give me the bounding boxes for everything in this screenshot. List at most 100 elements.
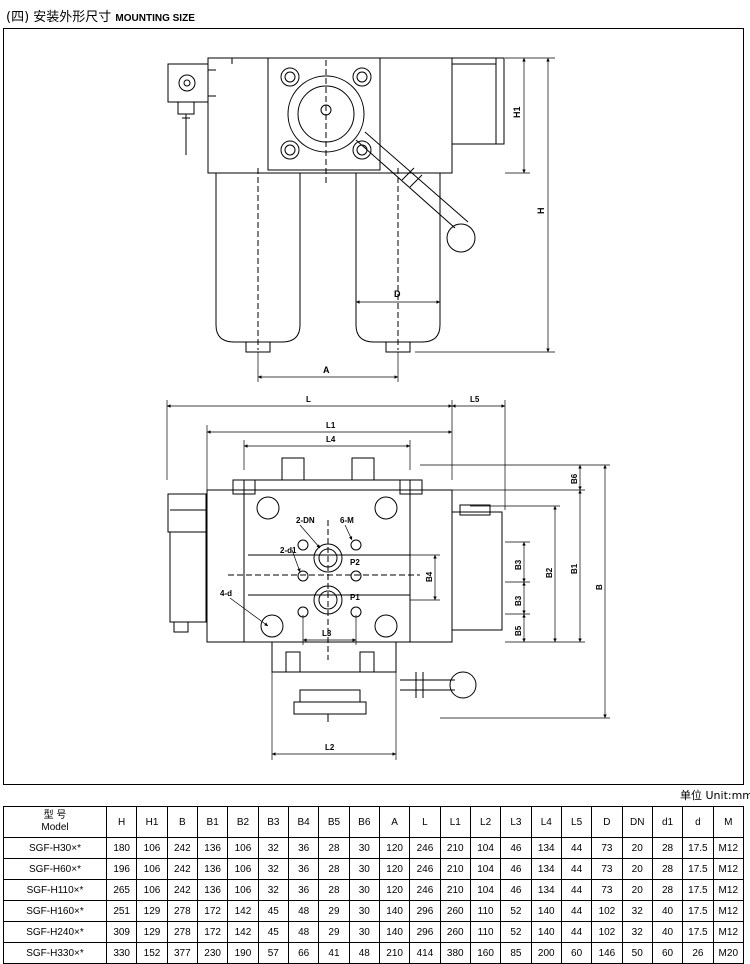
value-cell: 140 <box>378 900 411 922</box>
table-header-row: 型 号 Model H H1 B B1 B2 B3 B4 B5 B6 A L L… <box>3 806 745 838</box>
value-cell: M12 <box>712 900 745 922</box>
label-A: A <box>323 365 330 375</box>
top-view-labels: L L5 L1 L4 B6 B3 B3 B5 B2 B1 B B4 2-DN 6… <box>220 395 604 752</box>
value-cell: M12 <box>712 879 745 901</box>
value-cell: 129 <box>136 921 168 943</box>
label-6-m: 6-M <box>340 516 354 525</box>
value-cell: 20 <box>621 858 653 880</box>
label-B: B <box>595 584 604 590</box>
model-header: 型 号 Model <box>3 806 107 838</box>
label-B1: B1 <box>570 563 579 574</box>
col-header: L1 <box>439 806 471 838</box>
value-cell: 48 <box>287 921 320 943</box>
value-cell: 146 <box>591 942 623 964</box>
value-cell: 106 <box>136 837 168 859</box>
value-cell: 85 <box>500 942 532 964</box>
label-L4: L4 <box>326 435 336 444</box>
col-header: L4 <box>530 806 562 838</box>
value-cell: 28 <box>651 837 684 859</box>
col-header: B <box>166 806 198 838</box>
model-header-cn: 型 号 <box>43 810 67 821</box>
model-cell: SGF-H160×* <box>3 900 107 922</box>
mounting-drawing: H1 H D A <box>166 57 610 760</box>
top-view <box>166 400 610 760</box>
col-header: M <box>712 806 745 838</box>
value-cell: 60 <box>651 942 684 964</box>
col-header: B5 <box>318 806 350 838</box>
model-cell: SGF-H110×* <box>3 879 107 901</box>
value-cell: 30 <box>348 900 380 922</box>
value-cell: 160 <box>469 942 502 964</box>
value-cell: 134 <box>530 837 562 859</box>
label-B6: B6 <box>570 473 579 484</box>
value-cell: 251 <box>105 900 138 922</box>
value-cell: 44 <box>560 921 593 943</box>
value-cell: 32 <box>621 900 653 922</box>
col-header: B3 <box>257 806 289 838</box>
value-cell: 242 <box>166 837 198 859</box>
value-cell: 32 <box>257 837 289 859</box>
value-cell: 45 <box>257 921 289 943</box>
value-cell: 140 <box>530 921 562 943</box>
value-cell: 414 <box>409 942 441 964</box>
value-cell: 330 <box>105 942 138 964</box>
value-cell: 30 <box>348 837 380 859</box>
label-L2: L2 <box>325 743 335 752</box>
label-H: H <box>536 208 546 215</box>
value-cell: 26 <box>682 942 714 964</box>
value-cell: 46 <box>500 879 532 901</box>
value-cell: 41 <box>318 942 350 964</box>
label-B3-upper: B3 <box>514 559 523 570</box>
value-cell: 66 <box>287 942 320 964</box>
label-P1: P1 <box>350 593 360 602</box>
model-header-en: Model <box>41 822 69 833</box>
col-header: d <box>682 806 714 838</box>
label-2-d1: 2-d1 <box>280 546 297 555</box>
value-cell: 260 <box>439 921 471 943</box>
value-cell: M12 <box>712 921 745 943</box>
col-header: L3 <box>500 806 532 838</box>
col-header: d1 <box>651 806 684 838</box>
value-cell: 57 <box>257 942 289 964</box>
value-cell: 142 <box>227 921 259 943</box>
label-B4: B4 <box>425 571 434 582</box>
value-cell: 73 <box>591 879 623 901</box>
value-cell: 106 <box>227 858 259 880</box>
value-cell: 30 <box>348 921 380 943</box>
col-header: L <box>409 806 441 838</box>
value-cell: 210 <box>439 879 471 901</box>
value-cell: 28 <box>318 837 350 859</box>
value-cell: 180 <box>105 837 138 859</box>
value-cell: 106 <box>136 879 168 901</box>
value-cell: 110 <box>469 921 502 943</box>
value-cell: 17.5 <box>682 921 714 943</box>
value-cell: 380 <box>439 942 471 964</box>
value-cell: 120 <box>378 837 411 859</box>
value-cell: 28 <box>651 858 684 880</box>
value-cell: 28 <box>318 858 350 880</box>
value-cell: 265 <box>105 879 138 901</box>
col-header: B1 <box>196 806 229 838</box>
label-D: D <box>394 289 401 299</box>
value-cell: 106 <box>227 837 259 859</box>
value-cell: M12 <box>712 858 745 880</box>
value-cell: 102 <box>591 900 623 922</box>
value-cell: 309 <box>105 921 138 943</box>
value-cell: 104 <box>469 837 502 859</box>
value-cell: 50 <box>621 942 653 964</box>
value-cell: 200 <box>530 942 562 964</box>
value-cell: 44 <box>560 900 593 922</box>
col-header: B6 <box>348 806 380 838</box>
value-cell: 46 <box>500 837 532 859</box>
value-cell: 36 <box>287 879 320 901</box>
value-cell: 32 <box>257 879 289 901</box>
col-header: B4 <box>287 806 320 838</box>
value-cell: 140 <box>530 900 562 922</box>
value-cell: 104 <box>469 858 502 880</box>
value-cell: 40 <box>651 900 684 922</box>
label-P2: P2 <box>350 558 360 567</box>
value-cell: 230 <box>196 942 229 964</box>
